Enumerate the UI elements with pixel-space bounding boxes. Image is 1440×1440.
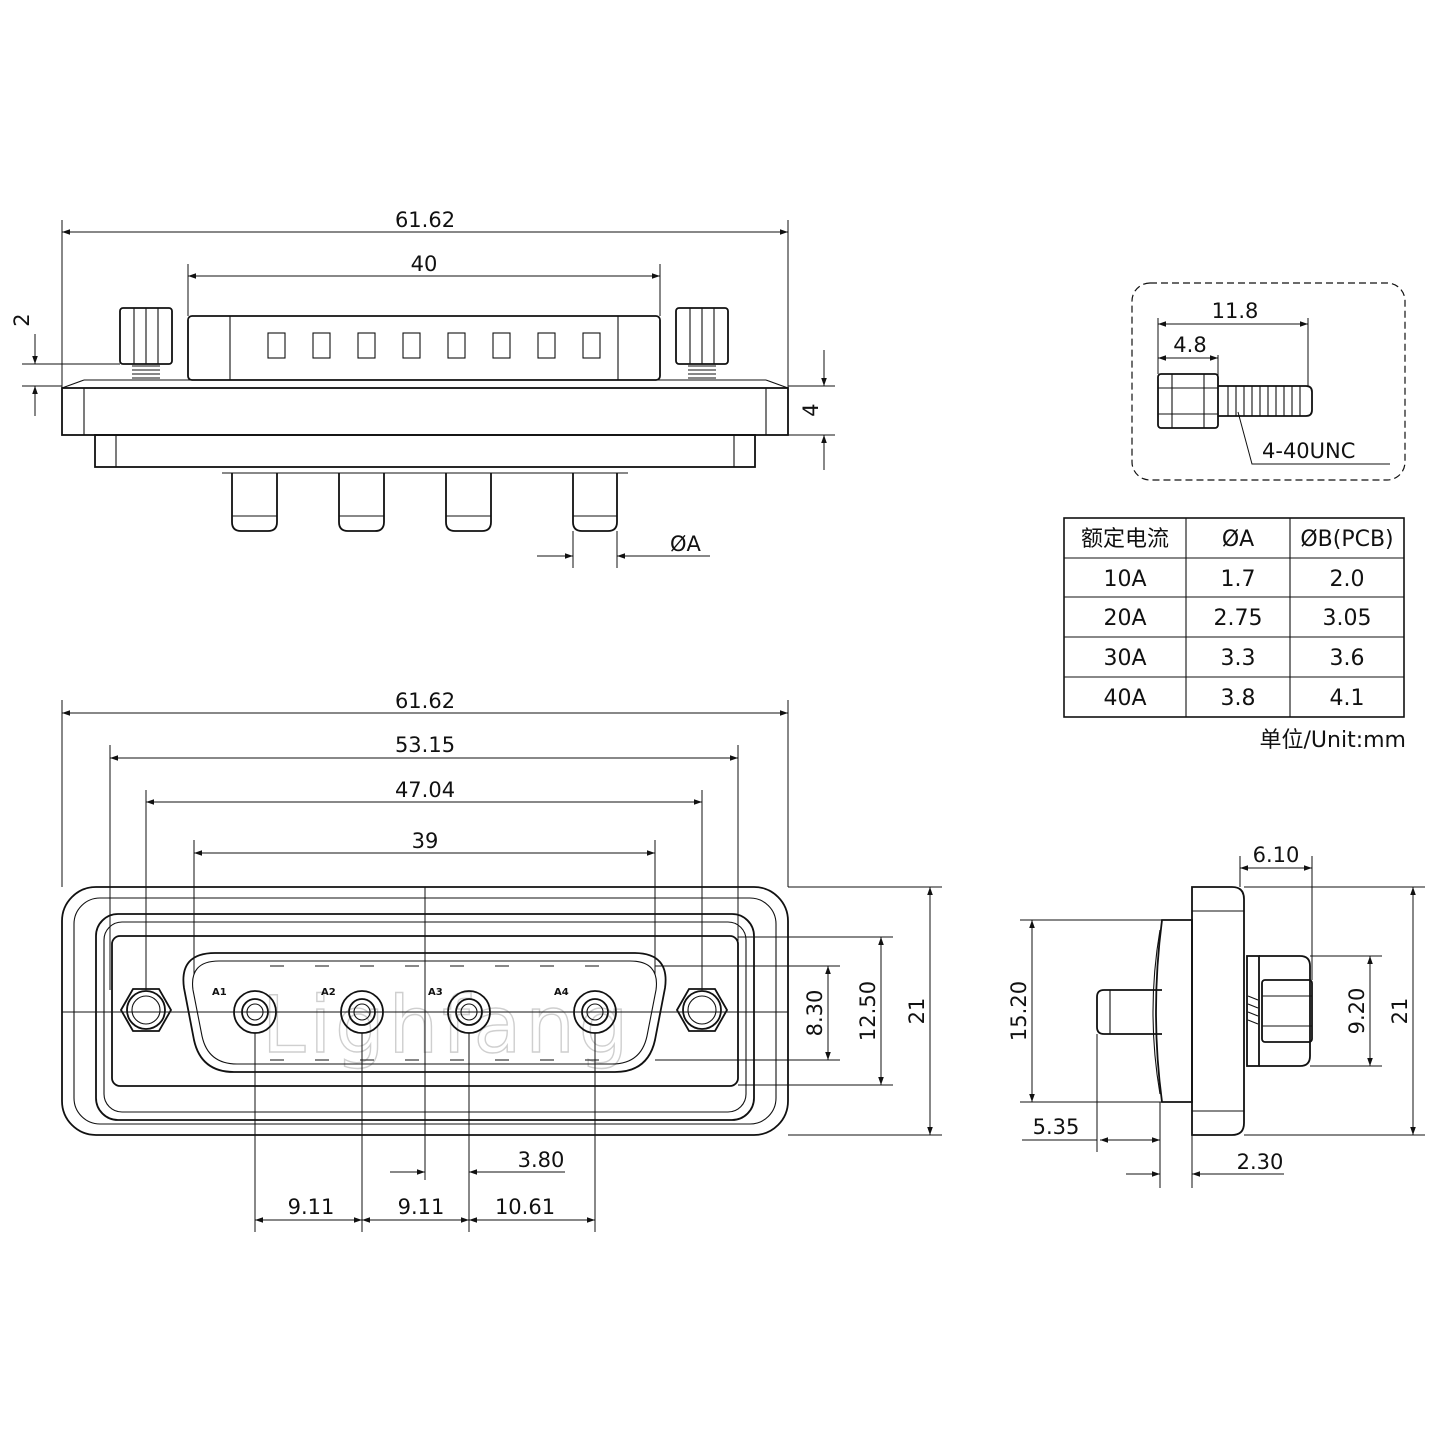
- table-cell: 3.8: [1221, 686, 1256, 711]
- top-view: 61.62 40 2 4 ØA: [10, 208, 835, 568]
- thread-spec-label: 4-40UNC: [1262, 439, 1355, 463]
- table-cell: 40A: [1103, 686, 1146, 711]
- front-d-shell: [182, 952, 667, 1073]
- side-flange: [1191, 886, 1245, 1136]
- pin-label-a1: A1: [212, 987, 227, 998]
- table-header-diameter-a: ØA: [1222, 527, 1254, 552]
- dim-shell-inner-height: 8.30: [803, 990, 827, 1037]
- table-cell: 1.7: [1221, 567, 1256, 592]
- table-header-current: 额定电流: [1081, 527, 1169, 552]
- dim-side-flange-thickness: 2.30: [1237, 1150, 1284, 1174]
- dim-shell-outer-height: 12.50: [856, 981, 880, 1041]
- dim-top-shell: 40: [411, 252, 438, 276]
- dim-pitch-3: 10.61: [495, 1195, 555, 1219]
- table-cell: 10A: [1103, 567, 1146, 592]
- front-view: A1 A2 A3 A4 61.62 53.15 47.04 39 8.30 12…: [61, 689, 942, 1232]
- top-d-shell: [187, 315, 661, 381]
- dim-pitch-1: 9.11: [288, 1195, 335, 1219]
- table-cell: 4.1: [1330, 686, 1365, 711]
- dim-flange-height: 21: [905, 998, 929, 1025]
- dim-mount-spacing: 53.15: [395, 733, 455, 757]
- dim-center-offset: 3.80: [518, 1148, 565, 1172]
- table-cell: 3.05: [1323, 606, 1372, 631]
- dim-pin-diameter: ØA: [670, 532, 702, 556]
- screw-detail: 11.8 4.8 4-40UNC: [1131, 282, 1406, 481]
- top-jackscrew-right: [675, 307, 729, 379]
- unit-note: 单位/Unit:mm: [1260, 728, 1406, 753]
- dim-top-flange: 4: [799, 403, 823, 416]
- front-hex-nut-left: [119, 988, 173, 1032]
- dim-shell-opening: 39: [412, 829, 439, 853]
- dim-front-overall: 61.62: [395, 689, 455, 713]
- table-cell: 3.3: [1221, 646, 1256, 671]
- dim-screw-head-length: 4.8: [1173, 333, 1206, 357]
- table-cell: 2.0: [1330, 567, 1365, 592]
- pin-label-a4: A4: [554, 987, 569, 998]
- dim-screw-spacing: 47.04: [395, 778, 455, 802]
- dim-pitch-2: 9.11: [398, 1195, 445, 1219]
- dim-side-flange-height: 21: [1388, 998, 1412, 1025]
- watermark: Lighfang: [262, 981, 632, 1071]
- table-cell: 3.6: [1330, 646, 1365, 671]
- top-jackscrew-left: [119, 307, 173, 379]
- side-view: 6.10 15.20 9.20 21 5.35 2.30: [1007, 843, 1425, 1188]
- table-cell: 20A: [1103, 606, 1146, 631]
- top-lower-body: [94, 434, 756, 468]
- current-rating-table: 额定电流 ØA ØB(PCB) 10A 1.7 2.0 20A 2.75 3.0…: [1063, 517, 1406, 753]
- pin-label-a3: A3: [428, 987, 443, 998]
- dim-side-screw-block: 9.20: [1345, 988, 1369, 1035]
- dim-side-screw-length: 6.10: [1253, 843, 1300, 867]
- dim-top-step: 2: [10, 313, 34, 326]
- table-header-diameter-b: ØB(PCB): [1300, 527, 1393, 552]
- table-cell: 30A: [1103, 646, 1146, 671]
- top-pcb-pins: [231, 473, 618, 532]
- front-hex-nut-right: [675, 988, 729, 1032]
- dim-side-body-height: 15.20: [1007, 981, 1031, 1041]
- top-pin-windows: [267, 332, 601, 359]
- front-contact-ticks: [270, 965, 599, 1061]
- dim-screw-total-length: 11.8: [1212, 299, 1259, 323]
- top-flange: [61, 387, 789, 436]
- table-cell: 2.75: [1214, 606, 1263, 631]
- dim-side-pin-depth: 5.35: [1033, 1115, 1080, 1139]
- dim-top-overall: 61.62: [395, 208, 455, 232]
- pin-label-a2: A2: [321, 987, 336, 998]
